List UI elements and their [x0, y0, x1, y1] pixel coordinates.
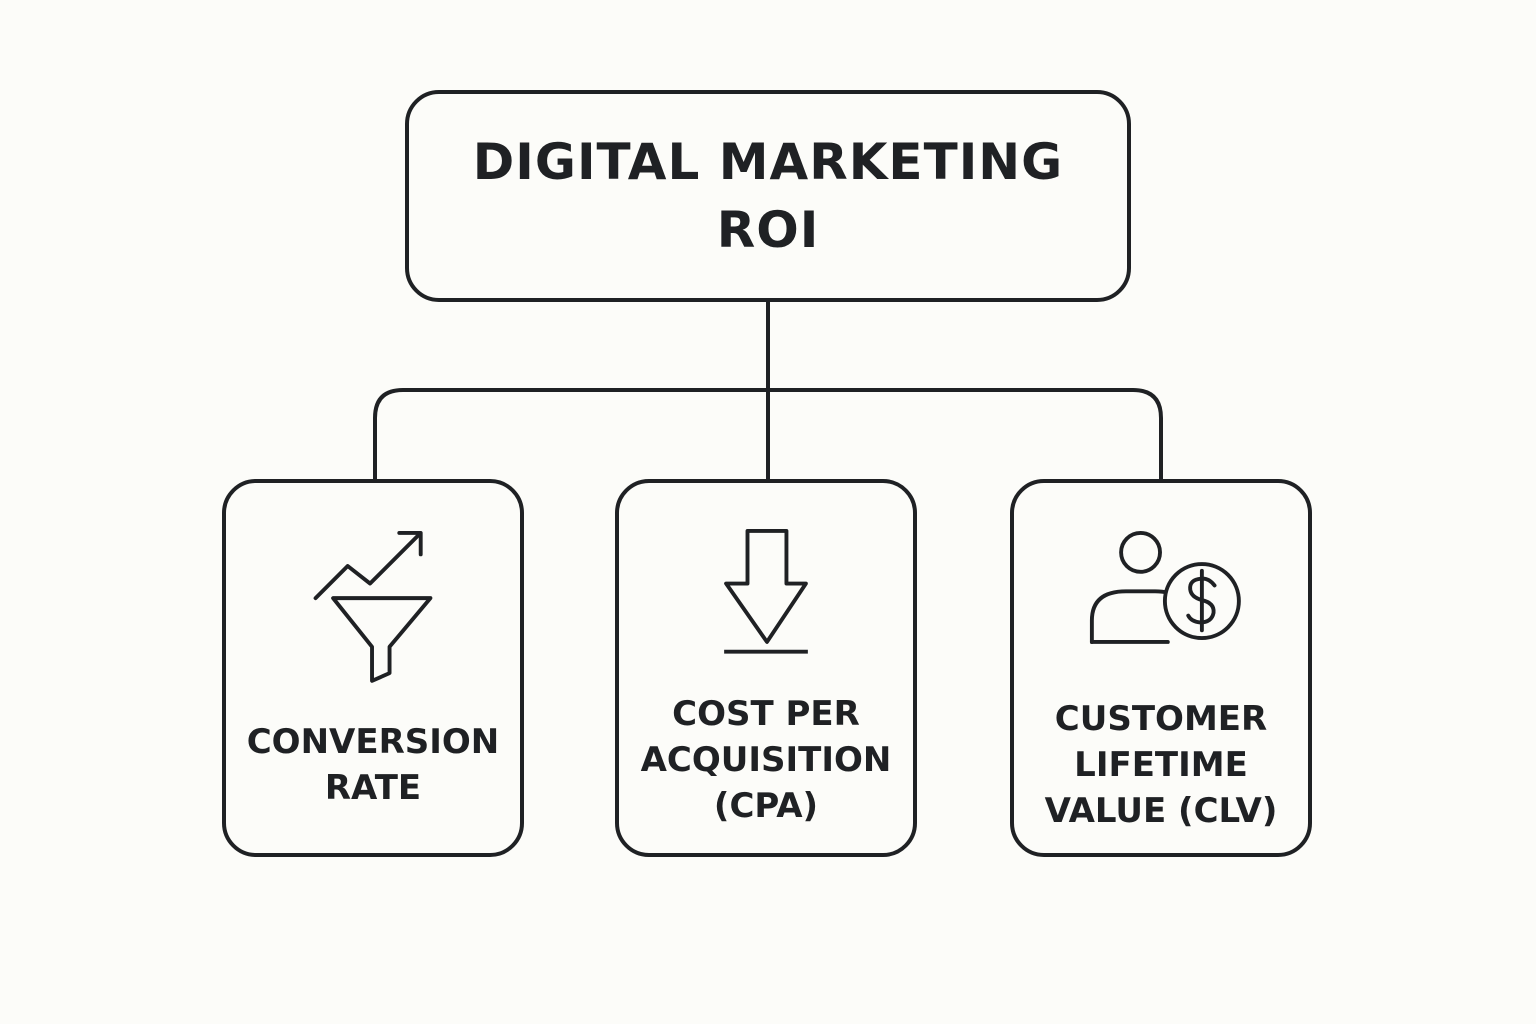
label-line: CONVERSION — [246, 722, 500, 762]
label-line: CUSTOMER — [1054, 699, 1268, 739]
title-line-2: ROI — [716, 201, 820, 259]
down-arrow-icon — [724, 529, 808, 654]
node-cost-per-acquisition: COST PER ACQUISITION (CPA) — [615, 479, 917, 857]
label-line: VALUE (CLV) — [1044, 791, 1278, 831]
funnel-trend-icon — [313, 530, 433, 683]
customer-dollar-icon — [1089, 530, 1241, 644]
node-conversion-rate: CONVERSION RATE — [222, 479, 524, 857]
node-customer-lifetime-value: CUSTOMER LIFETIME VALUE (CLV) — [1010, 479, 1312, 857]
label-line: LIFETIME — [1074, 745, 1248, 785]
label-line: RATE — [324, 768, 422, 808]
label-line: ACQUISITION — [640, 740, 892, 780]
root-node-digital-marketing-roi: DIGITAL MARKETING ROI — [405, 90, 1131, 302]
title-line-1: DIGITAL MARKETING — [472, 133, 1064, 191]
label-line: (CPA) — [713, 786, 819, 826]
label-line: COST PER — [672, 694, 860, 734]
